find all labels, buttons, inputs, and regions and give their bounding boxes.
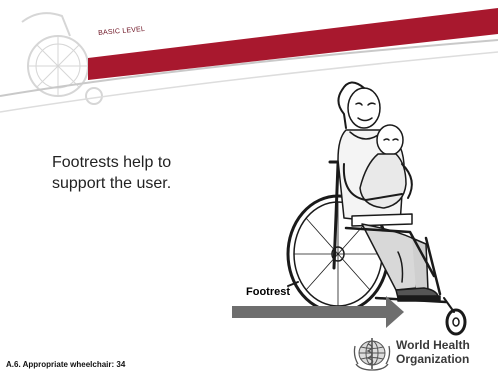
who-name-line-2: Organization [396, 352, 470, 366]
title-ribbon [88, 8, 498, 80]
footrest-callout-label: Footrest [246, 286, 290, 298]
who-name-line-1: World Health [396, 338, 470, 352]
wheelchair-illustration [232, 81, 467, 336]
footrest-plate [397, 295, 441, 302]
who-name: World Health Organization [396, 338, 470, 366]
who-emblem-icon [353, 338, 391, 371]
header-banner [0, 8, 498, 113]
body-text: Footrests help to support the user. [52, 152, 171, 194]
footrest-callout-arrow [232, 296, 404, 328]
body-line-1: Footrests help to [52, 154, 172, 171]
body-line-2: support the user. [52, 175, 172, 192]
footer-reference: A.6. Appropriate wheelchair: 34 [6, 360, 126, 369]
